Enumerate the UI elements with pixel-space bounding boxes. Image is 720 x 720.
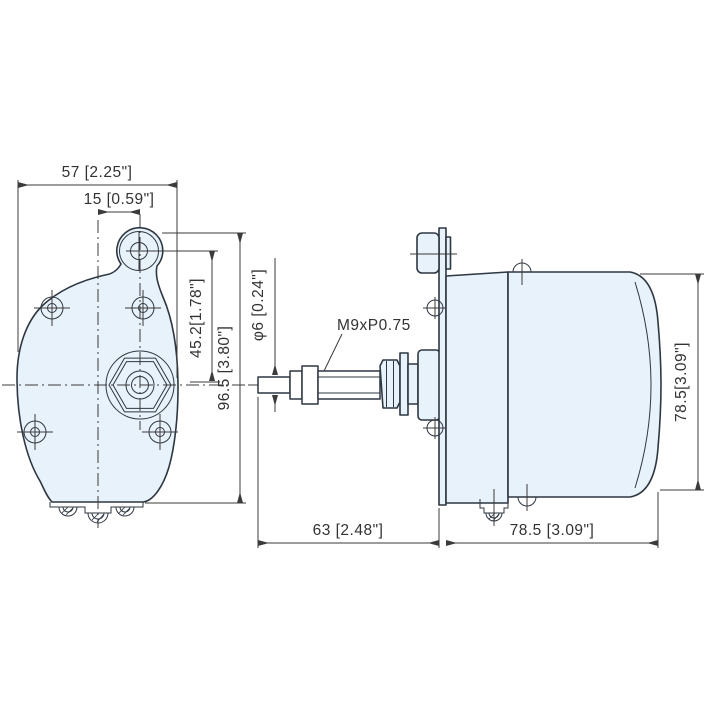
dim-shaft-length: 63 [2.48"] [257, 397, 440, 548]
dim-shaft-diameter-label: φ6 [0.24"] [250, 269, 267, 341]
dim-body-length: 78.5 [3.09"] [446, 492, 659, 548]
dim-overall-width: 57 [2.25"] [17, 164, 178, 378]
shaft-mount-boss [417, 349, 441, 421]
plate-top-bolt [410, 232, 457, 274]
dim-body-height-label: 78.5[3.09"] [673, 342, 690, 422]
mounting-hole-top-left [34, 290, 70, 326]
dim-tab-offset-label: 15 [0.59"] [84, 191, 155, 208]
shaft-collar-small [289, 370, 303, 400]
motor-dome-contour [634, 281, 652, 489]
dim-tab-offset: 15 [0.59"] [84, 191, 155, 215]
shaft-washer [399, 352, 409, 416]
dim-overall-height-label: 96.5 [3.80"] [216, 326, 233, 411]
dim-shaft-length-label: 63 [2.48"] [313, 522, 384, 539]
dim-body-length-label: 78.5 [3.09"] [510, 522, 595, 539]
dim-overall-width-label: 57 [2.25"] [62, 164, 133, 181]
dim-tab-to-shaft-label: 45.2[1.78"] [188, 278, 205, 358]
dim-overall-height: 96.5 [3.80"] [145, 232, 246, 504]
thread-callout: M9xP0.75 [323, 317, 411, 372]
thread-callout-label: M9xP0.75 [337, 317, 411, 334]
mounting-hole-bottom-left [17, 414, 53, 450]
bottom-terminals [49, 502, 144, 524]
side-view: φ6 [0.24"] M9xP0.75 63 [2.48"] 78.5 [3.0… [248, 227, 704, 548]
mounting-plate [438, 227, 447, 506]
motor-screw-top [512, 259, 532, 285]
shaft-spacer [407, 363, 419, 405]
gearbox-side-housing [445, 271, 509, 504]
dim-shaft-diameter: φ6 [0.24"] [250, 258, 278, 412]
shaft-tip [257, 376, 291, 394]
front-view: 57 [2.25"] 15 [0.59"] 45.2[1.78"] 96.5 [… [2, 164, 250, 528]
motor-body [507, 271, 662, 498]
motor-screw-bottom [517, 484, 537, 511]
dim-tab-to-shaft: 45.2[1.78"] [188, 251, 220, 383]
shaft-hex-nut [379, 359, 401, 409]
shaft-collar-large [301, 365, 319, 405]
motor-terminal [479, 489, 509, 526]
mounting-tab-boss [119, 231, 218, 271]
threaded-shaft [317, 370, 381, 400]
mounting-hole-top-right [125, 290, 161, 326]
mounting-hole-bottom-right [142, 414, 178, 450]
dim-body-height: 78.5[3.09"] [640, 273, 704, 491]
